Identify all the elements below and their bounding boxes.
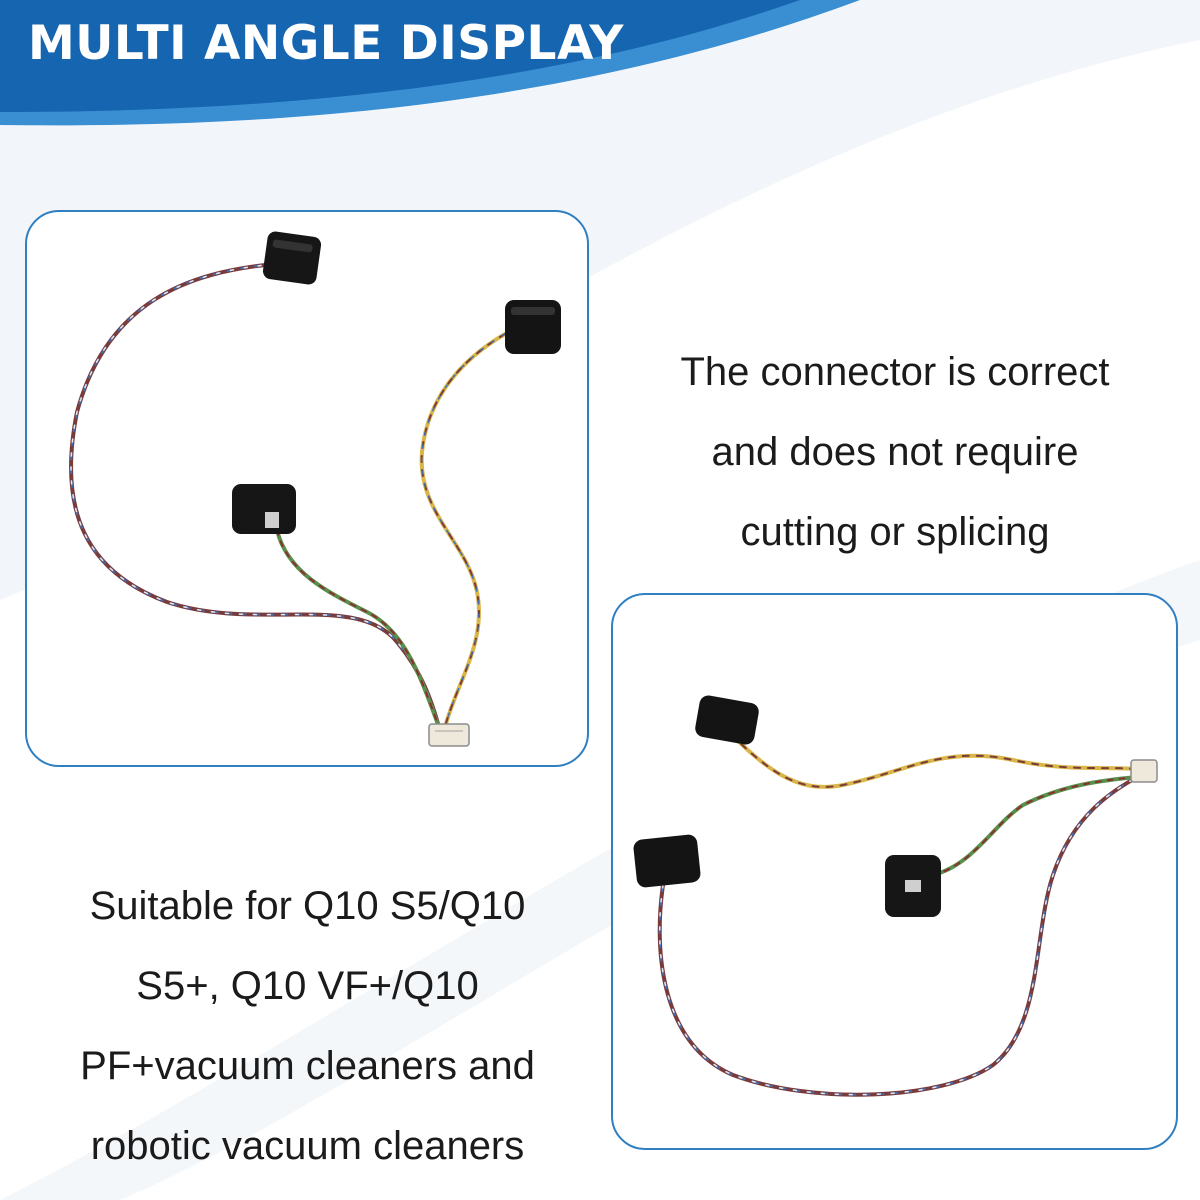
connector-top-left: [262, 231, 322, 285]
caption-line: S5+, Q10 VF+/Q10: [136, 964, 479, 1008]
caption-line: robotic vacuum cleaners: [90, 1124, 525, 1168]
connector-middle: [232, 484, 296, 534]
product-photo-panel-angled: [611, 593, 1178, 1150]
caption-line: and does not require: [711, 430, 1079, 474]
wire-harness-illustration: [633, 695, 1158, 1097]
caption-line: Suitable for Q10 S5/Q10: [89, 884, 526, 928]
connector-middle: [885, 855, 941, 917]
plug-bottom: [428, 723, 470, 747]
wire-harness-illustration: [69, 231, 561, 747]
plug-right: [1130, 759, 1158, 783]
connector-top: [695, 695, 759, 745]
caption-line: PF+vacuum cleaners and: [80, 1044, 535, 1088]
banner-title: MULTI ANGLE DISPLAY: [28, 16, 624, 71]
connector-left: [633, 834, 701, 888]
compatibility-caption: Suitable for Q10 S5/Q10 S5+, Q10 VF+/Q10…: [15, 866, 600, 1186]
connector-top-right: [505, 300, 561, 354]
caption-line: The connector is correct: [680, 350, 1110, 394]
product-photo-panel-front: [25, 210, 589, 767]
connector-caption: The connector is correct and does not re…: [600, 332, 1190, 572]
caption-line: cutting or splicing: [740, 510, 1050, 554]
